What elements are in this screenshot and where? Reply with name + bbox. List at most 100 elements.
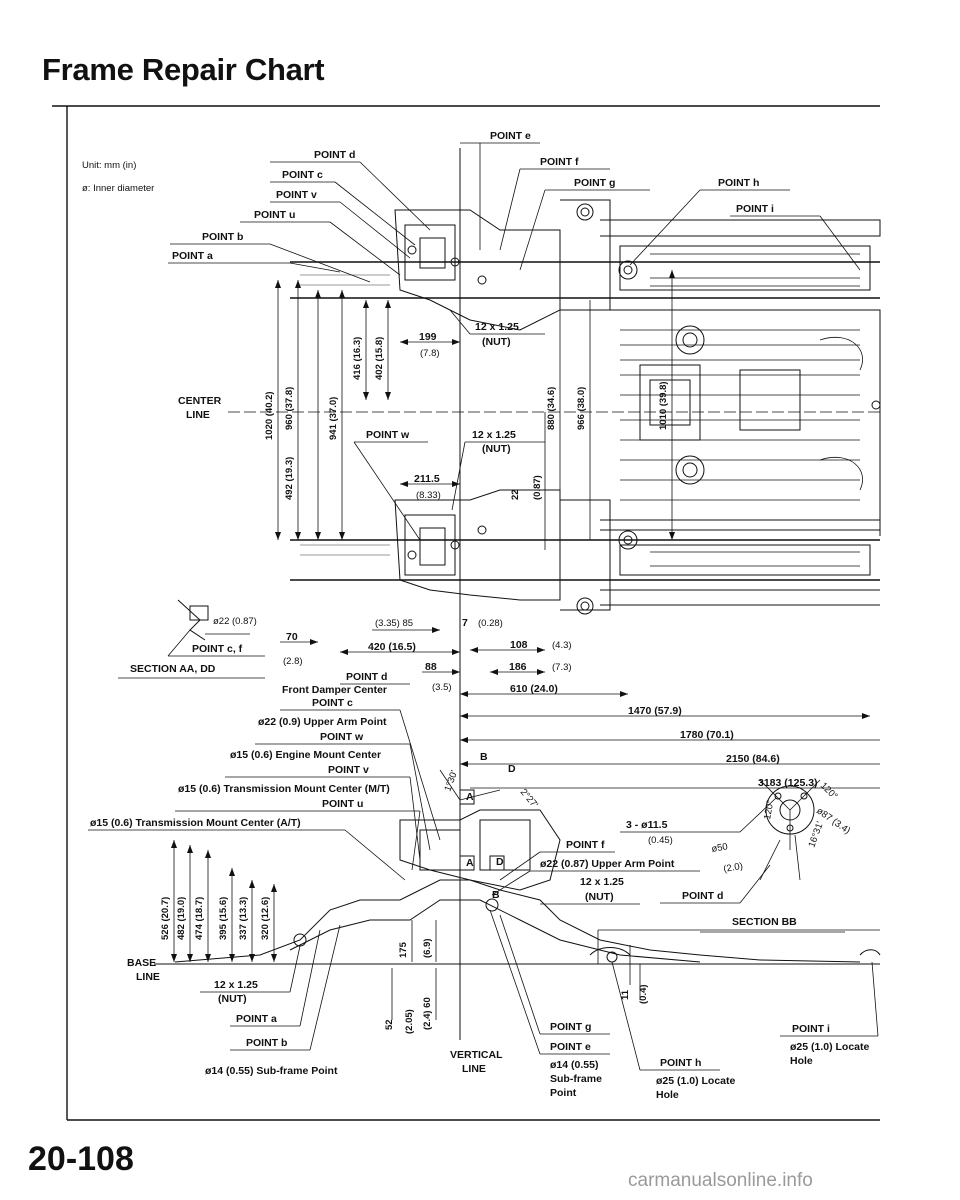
nut-label-1: 12 x 1.25: [475, 321, 519, 333]
side-sub-3: Point: [550, 1087, 577, 1099]
dim-199: 199: [419, 331, 437, 343]
side-sub-1: ø14 (0.55): [550, 1059, 598, 1071]
side-h-2: Hole: [656, 1089, 679, 1101]
label-point-f: POINT f: [540, 156, 579, 168]
section-bb-holes: 3 - ø11.5: [626, 819, 668, 831]
unit-label: Unit: mm (in): [82, 160, 136, 171]
engine-mount-label: ø15 (0.6) Engine Mount Center: [230, 749, 381, 761]
vertical-line-label-1: VERTICAL: [450, 1049, 503, 1061]
length-b-marker: B: [480, 751, 488, 763]
section-aa-dd: ø22 (0.87) POINT c, f SECTION AA, DD: [118, 599, 265, 679]
dim-186-in: (7.3): [552, 662, 572, 673]
side-marker-b: B: [492, 889, 500, 901]
base-line-label-1: BASE: [127, 957, 156, 969]
base-line-label-2: LINE: [136, 971, 160, 983]
watermark: carmanualsonline.info: [628, 1170, 813, 1191]
dim-1780: 1780 (70.1): [680, 729, 734, 741]
page-title: Frame Repair Chart: [42, 52, 325, 87]
label-point-d-lower: POINT d: [346, 671, 387, 683]
side-i-1: ø25 (1.0) Locate: [790, 1041, 870, 1053]
dim-60: (2.4) 60: [422, 997, 433, 1030]
label-point-u: POINT u: [254, 209, 295, 221]
section-bb-bolt-nut: (NUT): [585, 891, 614, 903]
dim-88-in: (3.5): [432, 682, 452, 693]
label-point-v: POINT v: [276, 189, 317, 201]
dim-52-in: (2.05): [404, 1009, 415, 1034]
dim-199-in: (7.8): [420, 348, 440, 359]
page-number: 20-108: [28, 1140, 134, 1178]
nut-label-2b: (NUT): [482, 443, 511, 455]
front-damper-label: Front Damper Center: [282, 684, 387, 696]
side-view-chassis: BASE LINE A A B D 1°30' 2°27': [127, 769, 881, 1101]
legend-point-c: POINT c: [312, 697, 353, 709]
dim-22: 22: [510, 489, 521, 500]
section-bb-arm-dia-in: (2.0): [723, 861, 744, 875]
label-point-h: POINT h: [718, 177, 759, 189]
dim-1010: 1010 (39.8): [658, 381, 669, 430]
side-point-h: POINT h: [660, 1057, 701, 1069]
side-point-a: POINT a: [236, 1013, 277, 1025]
dim-610: 610 (24.0): [510, 683, 558, 695]
dim-175: 175: [398, 941, 409, 958]
section-bb-point-d: POINT d: [682, 890, 723, 902]
label-point-c: POINT c: [282, 169, 323, 181]
legend-point-v: POINT v: [328, 764, 369, 776]
label-point-e: POINT e: [490, 130, 531, 142]
length-dimensions: 1470 (57.9) 1780 (70.1) B 2150 (84.6) D …: [460, 705, 880, 789]
trans-mt-label: ø15 (0.6) Transmission Mount Center (M/T…: [178, 783, 390, 795]
dim-420: 420 (16.5): [368, 641, 416, 653]
section-bb-arm: ø22 (0.87) Upper Arm Point: [540, 858, 675, 870]
dim-1020: 1020 (40.2): [264, 391, 275, 440]
top-view-chassis: [290, 199, 881, 615]
upper-vertical-dimensions: 1020 (40.2) 960 (37.8) 941 (37.0) 416 (1…: [264, 270, 675, 550]
point-legend-list: Front Damper Center POINT c ø22 (0.9) Up…: [88, 684, 441, 881]
lower-horizontal-dimensions: 70 (2.8) (3.35) 85 7 (0.28) 420 (16.5) 1…: [280, 617, 628, 697]
side-angle-1: 1°30': [442, 769, 460, 793]
side-marker-d: D: [496, 856, 504, 868]
label-point-a: POINT a: [172, 250, 213, 262]
dim-175-in: (6.9): [422, 938, 433, 958]
dim-416: 416 (16.3): [352, 337, 363, 380]
label-point-d: POINT d: [314, 149, 355, 161]
dim-88: 88: [425, 661, 437, 673]
center-line-label-1: CENTER: [178, 395, 222, 407]
dim-108: 108: [510, 639, 528, 651]
section-bb: 120° 120° ø87 (3.4) 16°31' 3 - ø11.5 (0.…: [491, 779, 852, 933]
side-i-2: Hole: [790, 1055, 813, 1067]
dim-211: 211.5: [414, 473, 440, 485]
length-d-marker: D: [508, 763, 516, 775]
nut-label-1b: (NUT): [482, 336, 511, 348]
dim-11-in: (0.4): [638, 984, 649, 1004]
side-nut: 12 x 1.25: [214, 979, 258, 991]
side-subframe-point: ø14 (0.55) Sub-frame Point: [205, 1065, 338, 1077]
dim-7: 7: [462, 617, 468, 629]
dim-7-in: (0.28): [478, 618, 503, 629]
dim-482: 482 (19.0): [176, 897, 187, 940]
section-bb-arm-dia: ø50: [711, 841, 729, 855]
dim-22-in: (0.87): [532, 475, 543, 500]
label-point-g: POINT g: [574, 177, 615, 189]
dim-474: 474 (18.7): [194, 897, 205, 940]
section-aa-point: POINT c, f: [192, 643, 243, 655]
dim-1470: 1470 (57.9): [628, 705, 682, 717]
dim-395: 395 (15.6): [218, 897, 229, 940]
label-point-b: POINT b: [202, 231, 243, 243]
center-line-label-2: LINE: [186, 409, 210, 421]
dim-337: 337 (13.3): [238, 897, 249, 940]
dim-960: 960 (37.8): [284, 387, 295, 430]
side-marker-a2: A: [466, 857, 474, 869]
section-bb-angle-120: 120°: [762, 799, 776, 820]
dim-492: 492 (19.3): [284, 457, 295, 500]
section-aa-label: SECTION AA, DD: [130, 663, 216, 675]
upper-arm-label: ø22 (0.9) Upper Arm Point: [258, 716, 387, 728]
dim-320: 320 (12.6): [260, 897, 271, 940]
side-point-g: POINT g: [550, 1021, 591, 1033]
dim-2150: 2150 (84.6): [726, 753, 780, 765]
inner-diameter-label: ø: Inner diameter: [82, 183, 154, 194]
section-bb-bolt: 12 x 1.25: [580, 876, 624, 888]
upper-horizontal-dimensions: 199 (7.8) 12 x 1.25 (NUT) POINT w 12 x 1…: [353, 309, 545, 541]
side-point-i: POINT i: [792, 1023, 830, 1035]
section-bb-label: SECTION BB: [732, 916, 797, 928]
legend-point-w: POINT w: [320, 731, 364, 743]
dim-3183: 3183 (125.3): [758, 777, 818, 789]
